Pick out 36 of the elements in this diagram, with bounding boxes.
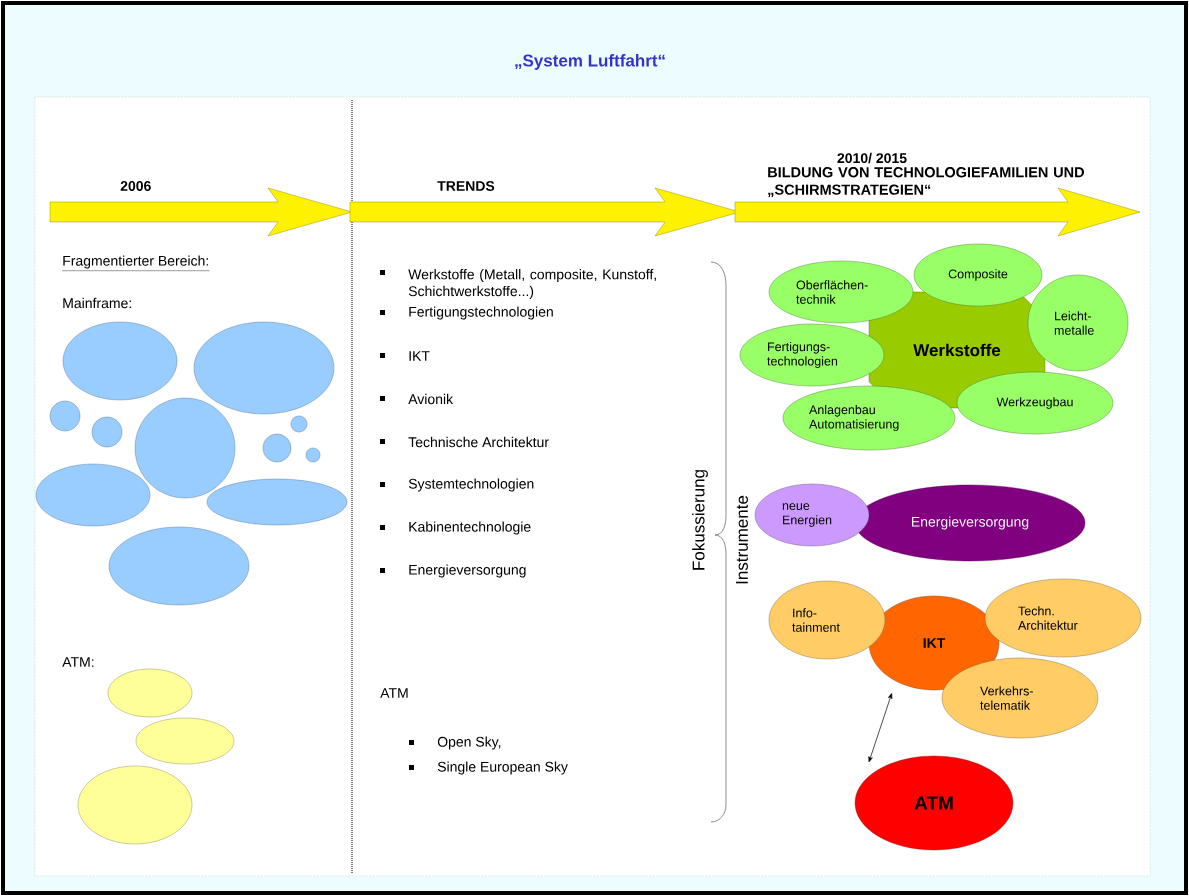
bubble-ellipse	[135, 717, 235, 765]
bubble-circle	[305, 447, 321, 463]
side-label: Fokussierung	[692, 470, 708, 570]
side-label: Instrumente	[736, 495, 748, 584]
heading-text: Fragmentierter Bereich:	[61, 255, 210, 271]
bubble-ellipse	[77, 765, 193, 845]
arrow	[868, 693, 893, 763]
bubble-circle	[49, 400, 81, 432]
bubble-ellipse	[108, 526, 250, 606]
text-label: Mainframe:	[63, 297, 131, 309]
text-label: Open Sky,	[437, 736, 501, 750]
text-label: Kabinentechnologie	[409, 521, 531, 535]
text-label: ATM	[380, 688, 408, 698]
text-label: ATM:	[62, 657, 94, 667]
text-label: Technische Architektur	[408, 436, 549, 448]
bubble-ellipse	[206, 478, 348, 526]
text-label: Fertigungstechnologien	[409, 306, 553, 320]
bubble-circle	[134, 397, 236, 499]
text-label: Avionik	[408, 393, 454, 405]
text-label: Single European Sky	[437, 761, 568, 775]
heading-text: 2010/ 2015	[837, 152, 907, 164]
bubble-ellipse	[35, 463, 151, 527]
heading-text: TRENDS	[437, 181, 495, 191]
text-label: Systemtechnologien	[408, 478, 534, 492]
text-label: IKT	[409, 351, 430, 361]
text-label: Werkstoffe (Metall, composite, Kunstoff, Schichtwerkstoffe...)	[408, 269, 656, 299]
heading-text: BILDUNG VON TECHNOLOGIEFAMILIEN UND „SCHIRMSTRATEGIEN“	[768, 167, 1084, 197]
text-label: Energieversorgung	[409, 564, 526, 578]
bubble-circle	[91, 416, 123, 448]
bubble-ellipse	[193, 321, 335, 415]
bubble-circle	[262, 433, 292, 463]
bubble-circle	[290, 415, 308, 433]
bubble-ellipse	[62, 321, 178, 401]
title: „System Luftfahrt“	[515, 54, 665, 70]
bubble-ellipse	[107, 668, 193, 718]
heading-text: 2006	[120, 181, 151, 191]
